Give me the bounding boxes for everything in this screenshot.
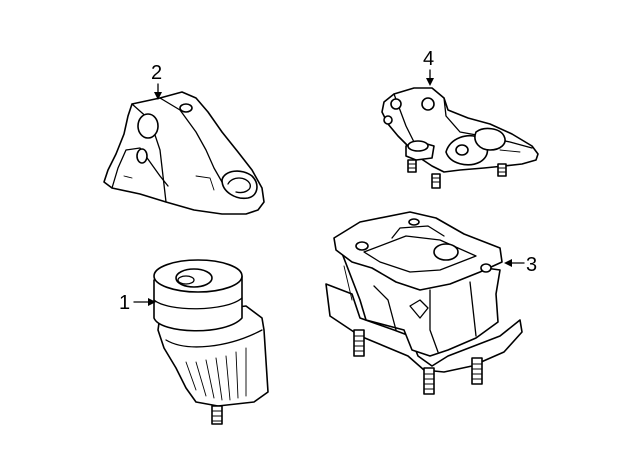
callout-number-1: 1 [119,292,130,314]
callout-4: 4 [423,48,434,86]
callout-number-3: 3 [526,254,537,276]
callout-number-4: 4 [423,48,434,70]
part-4-bracket[interactable] [381,87,539,189]
callout-number-2: 2 [151,62,162,84]
arrowhead-3 [504,259,512,267]
arrowhead-2 [154,92,162,100]
arrowhead-4 [426,78,434,86]
part-2-bracket[interactable] [103,91,265,215]
callout-2: 2 [151,62,162,100]
callout-1: 1 [119,292,156,314]
part-3-transmission-mount[interactable] [325,211,523,395]
arrowhead-1 [148,298,156,306]
callout-3: 3 [504,254,537,276]
part-1-engine-mount[interactable] [153,259,269,425]
